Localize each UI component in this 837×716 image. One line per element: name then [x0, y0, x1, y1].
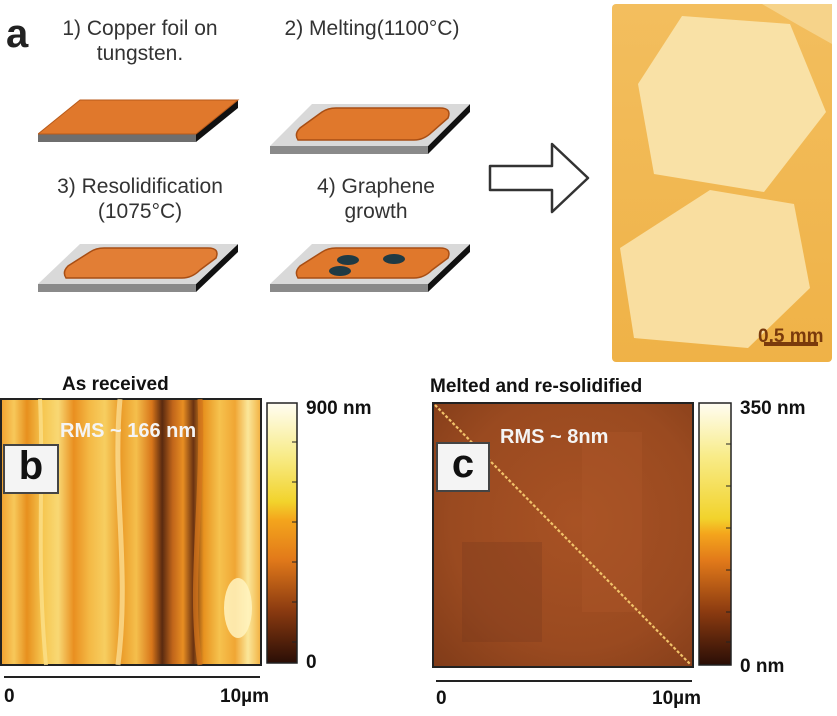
axis-c-line	[436, 680, 692, 682]
afm-map-as-received	[0, 398, 262, 666]
step-2-melting-plate	[270, 104, 470, 154]
panel-c-letter: c	[436, 442, 490, 492]
step-1-copper-foil-plate	[38, 99, 240, 142]
graphene-grain-micrograph	[612, 4, 832, 362]
colorbar-b-max-label: 900 nm	[306, 398, 372, 419]
afm-map-melted-resolidified	[432, 402, 694, 668]
step-1-label: 1) Copper foil on tungsten.	[62, 17, 218, 65]
panel-b-letter: b	[3, 444, 59, 494]
axis-c-start-label: 0	[436, 688, 447, 709]
colorbar-b-min-label: 0	[306, 652, 317, 673]
process-arrow-icon	[488, 142, 590, 214]
step-3-resolidification-plate	[38, 244, 238, 292]
panel-c-title: Melted and re-solidified	[430, 376, 643, 397]
panel-b-title: As received	[62, 374, 169, 395]
panel-c-rms: RMS ~ 8nm	[500, 426, 609, 448]
axis-b-start-label: 0	[4, 686, 15, 707]
axis-b-line	[4, 676, 260, 678]
colorbar-melted-resolidified	[698, 402, 732, 666]
scale-bar-label: 0.5 mm	[758, 326, 824, 347]
colorbar-c-max-label: 350 nm	[740, 398, 806, 419]
axis-c-end-label: 10µm	[652, 688, 701, 709]
step-4-label: 4) Graphene growth	[317, 175, 435, 223]
colorbar-c-min-label: 0 nm	[740, 656, 785, 677]
panel-a-letter: a	[6, 12, 29, 56]
axis-b-end-label: 10µm	[220, 686, 269, 707]
panel-b-rms: RMS ~ 166 nm	[60, 420, 197, 442]
step-2-label: 2) Melting(1100°C)	[284, 17, 460, 40]
step-3-label: 3) Resolidification (1075°C)	[57, 175, 223, 223]
step-4-graphene-growth-plate	[270, 244, 470, 292]
colorbar-as-received	[266, 402, 298, 664]
